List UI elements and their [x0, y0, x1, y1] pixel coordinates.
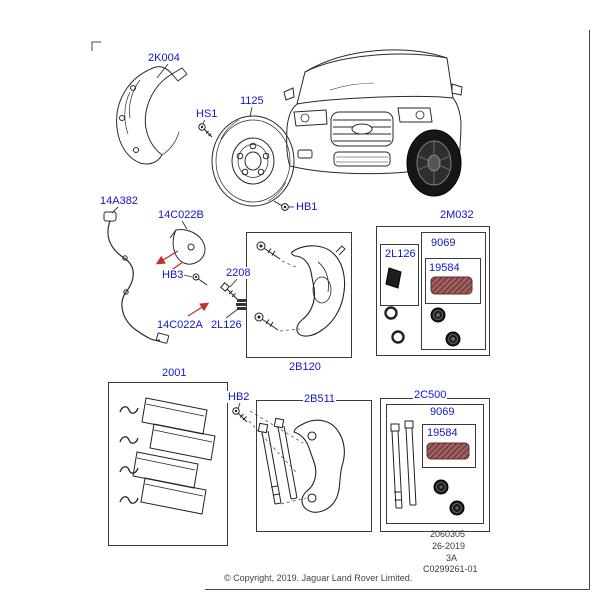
- pads-art: [119, 397, 216, 515]
- anchor-guide-bolts-art: [257, 417, 298, 505]
- vehicle-illustration: [283, 49, 463, 197]
- label-hb3[interactable]: HB3: [161, 269, 185, 281]
- pin-cap-4: [449, 500, 465, 516]
- label-hb2[interactable]: HB2: [227, 391, 251, 403]
- front-wheel: [406, 129, 462, 197]
- kit-2m032-art: [384, 267, 473, 347]
- pin-cap-2: [445, 331, 461, 347]
- label-pin-kit-bottom[interactable]: 9069: [429, 406, 456, 418]
- box-2M032: [376, 226, 490, 356]
- leader-lines: [111, 63, 294, 410]
- label-bracket-a[interactable]: 14C022A: [156, 319, 204, 331]
- box-19584-top: [425, 258, 481, 304]
- revision-code: 26-2019: [432, 541, 466, 551]
- box-2B511: [256, 400, 372, 532]
- caliper-art: [291, 245, 346, 337]
- label-kit-2c500[interactable]: 2C500: [413, 389, 448, 401]
- box-9069-top: [421, 232, 486, 350]
- pin-cap-1: [430, 307, 446, 323]
- splash-shield-art: [116, 66, 188, 165]
- label-bracket-b[interactable]: 14C022B: [157, 209, 205, 221]
- label-pads[interactable]: 2001: [161, 367, 188, 379]
- label-pin-kit-top[interactable]: 9069: [430, 237, 457, 249]
- kit-2c500-art: [390, 420, 470, 516]
- box-19584-bottom: [422, 424, 476, 468]
- label-anchor-bracket[interactable]: 2B511: [303, 393, 336, 405]
- sheet-number: 3A: [446, 553, 458, 563]
- dashed-leaders: [248, 260, 307, 505]
- hb1-bolt-art: [273, 200, 289, 211]
- doc-number: 2060305: [430, 529, 466, 539]
- label-hb1[interactable]: HB1: [295, 201, 319, 213]
- anchor-bracket-art: [293, 419, 345, 513]
- brake-disc-art: [211, 115, 295, 207]
- pin-cap-3: [433, 479, 449, 495]
- drawing-code: C0299261-01: [423, 564, 478, 574]
- abs-sensor-art: [103, 211, 170, 344]
- label-kit-2m032[interactable]: 2M032: [439, 209, 475, 221]
- label-boot-bottom[interactable]: 19584: [426, 427, 459, 439]
- label-caliper[interactable]: 2B120: [288, 361, 322, 373]
- label-boot-kit-top[interactable]: 2L126: [384, 248, 417, 260]
- box-2B120: [246, 232, 352, 358]
- sensor-bracket-art: [169, 229, 206, 265]
- box-9069-bottom: [386, 404, 484, 524]
- label-guide-boot-left[interactable]: 2L126: [210, 319, 243, 331]
- label-brake-disc[interactable]: 1125: [239, 95, 265, 107]
- caliper-guide-bolts-art: [254, 241, 281, 331]
- label-boot-top[interactable]: 19584: [428, 262, 461, 274]
- guide-pin-boot-art: [236, 299, 247, 310]
- copyright-notice: © Copyright, 2019. Jaguar Land Rover Lim…: [224, 573, 413, 583]
- label-bolt-2208[interactable]: 2208: [225, 267, 252, 279]
- label-abs-sensor[interactable]: 14A382: [99, 195, 139, 207]
- page-frame: [91, 30, 590, 590]
- hs1-bolt-art: [198, 123, 213, 138]
- bolt-2208-art: [220, 282, 239, 301]
- hb2-bolt-art: [232, 407, 248, 423]
- label-hs1[interactable]: HS1: [195, 108, 219, 120]
- label-splash-shield[interactable]: 2K004: [147, 52, 181, 64]
- box-2001: [108, 382, 228, 546]
- box-2L126-top: [380, 244, 419, 306]
- hb3-bolt-art: [192, 273, 208, 286]
